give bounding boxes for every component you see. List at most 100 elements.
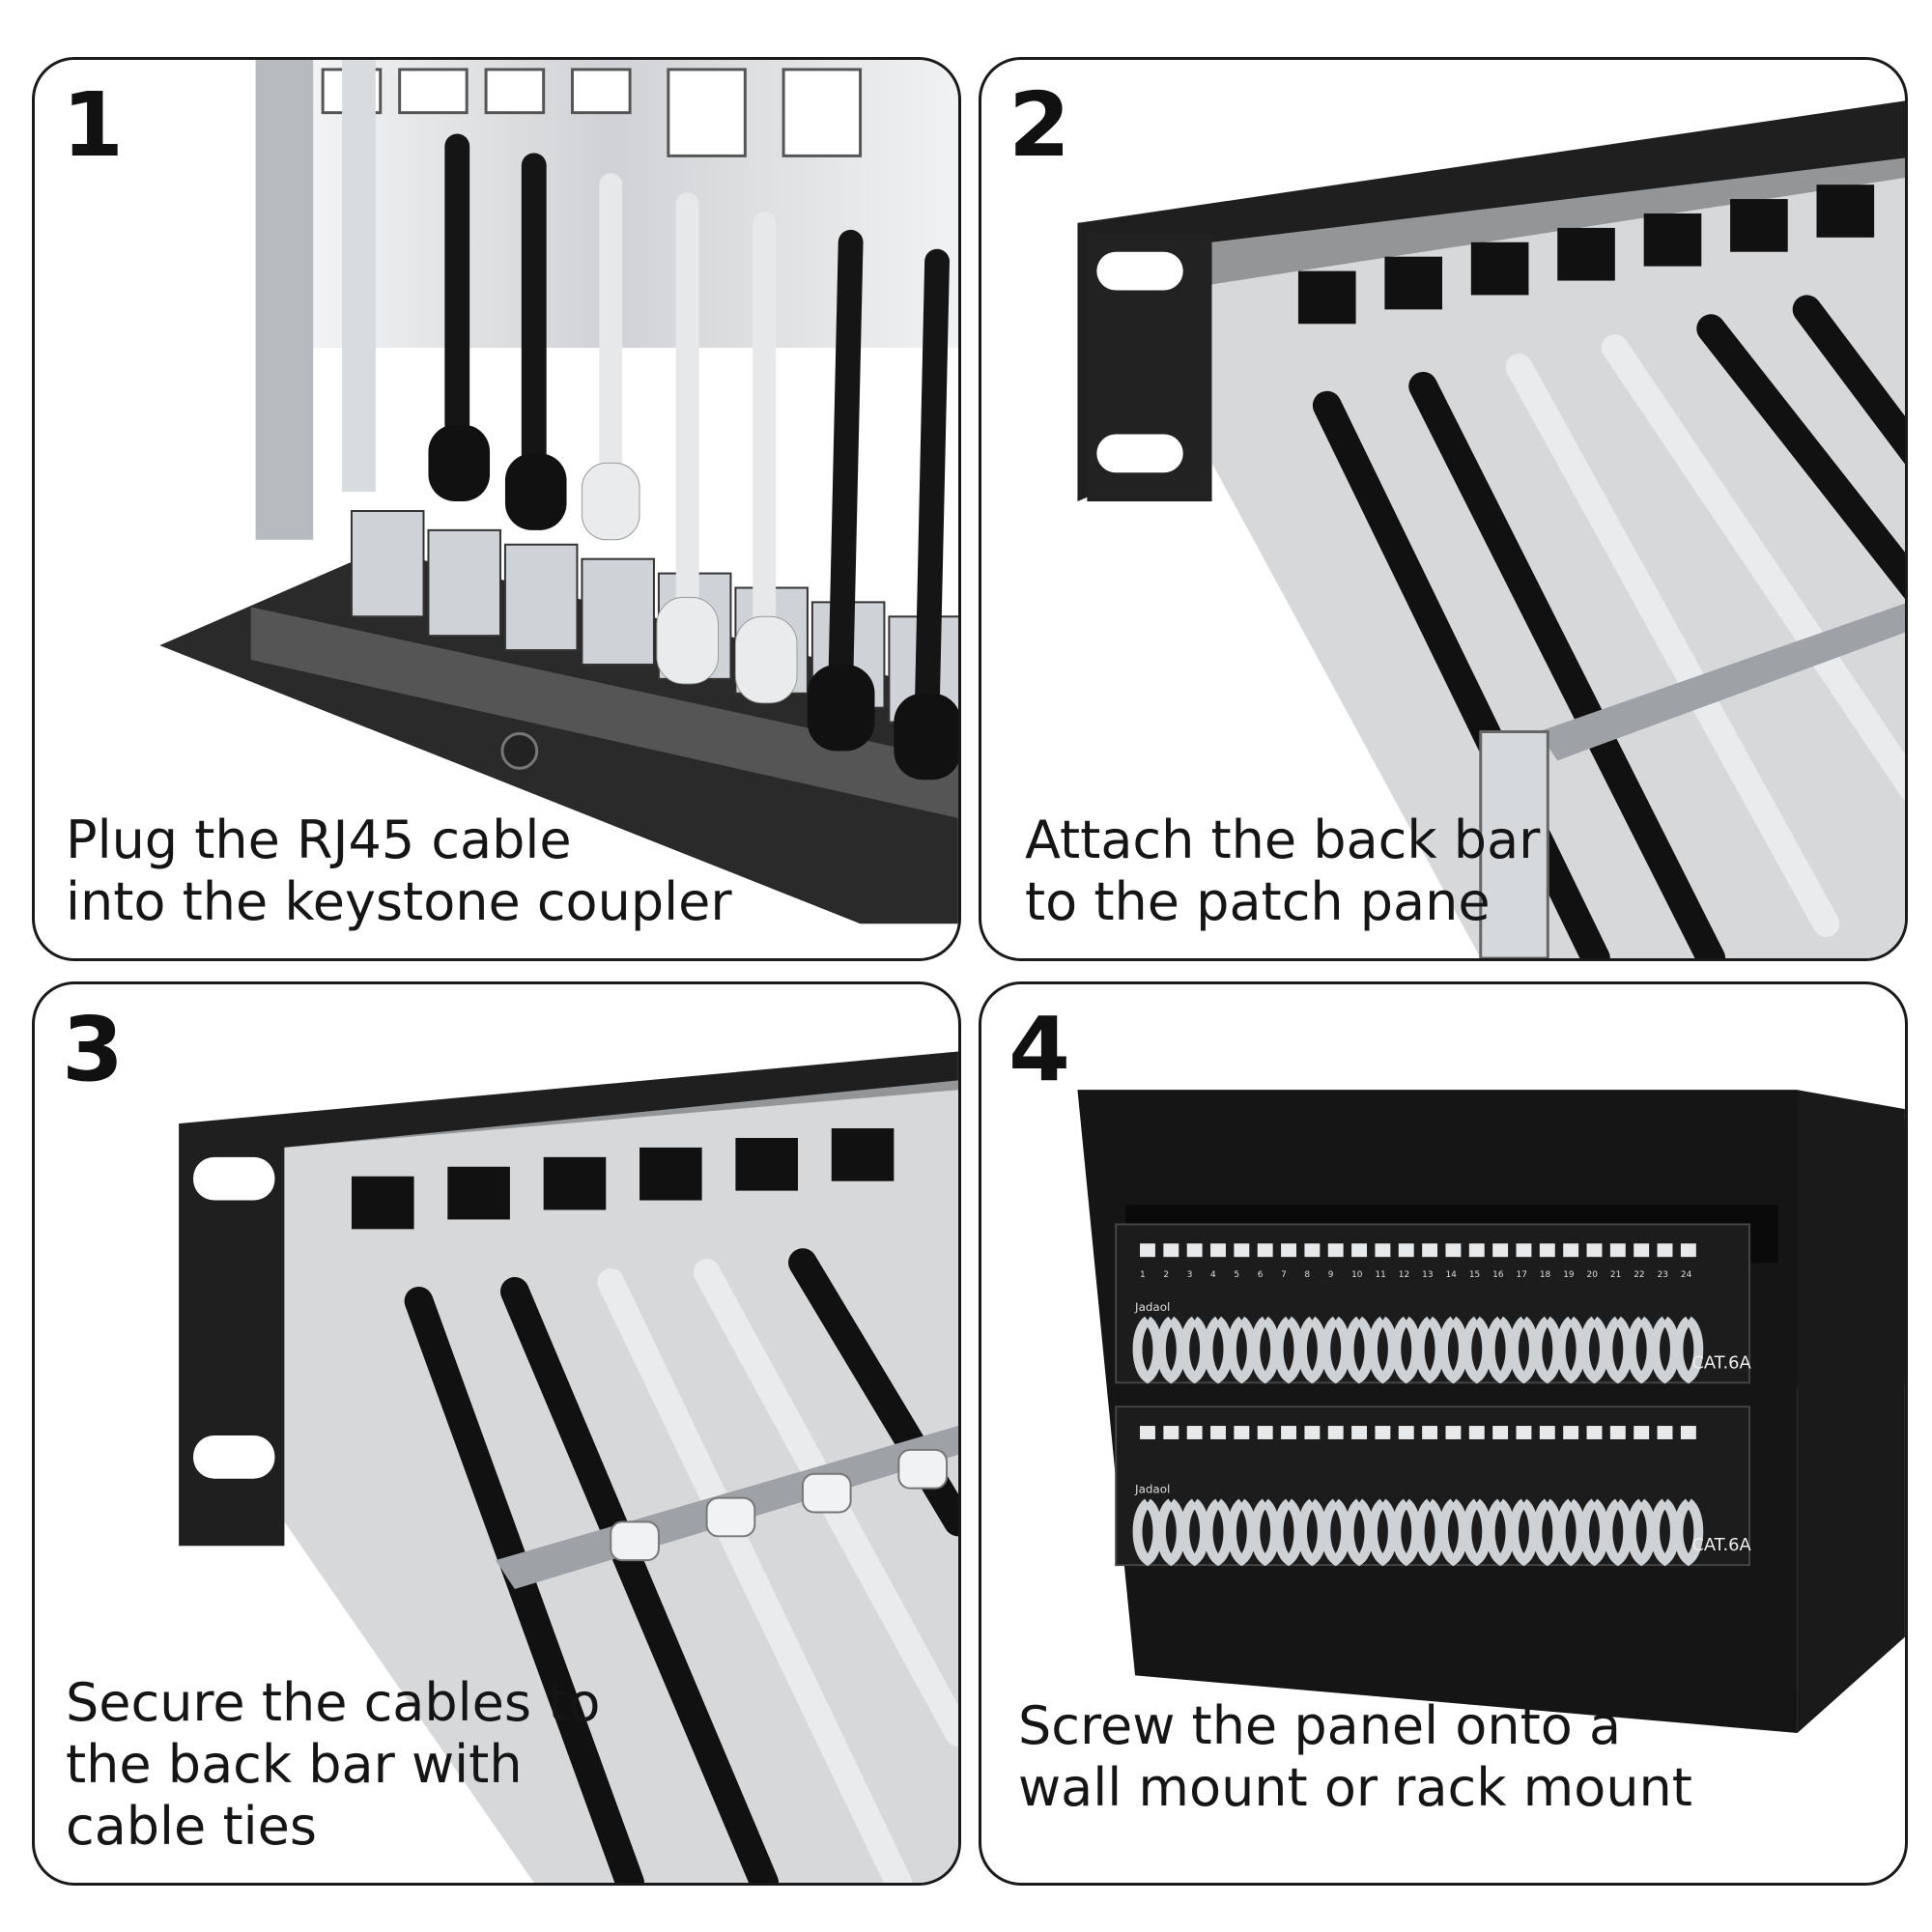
port bbox=[1140, 1426, 1155, 1439]
caption-line: wall mount or rack mount bbox=[1018, 1757, 1692, 1818]
port-number: 11 bbox=[1375, 1270, 1385, 1280]
port bbox=[1327, 1243, 1344, 1258]
cable-loop bbox=[1485, 1316, 1516, 1384]
port bbox=[1634, 1243, 1650, 1258]
cable-loop bbox=[1368, 1498, 1398, 1567]
step-3-panel: 3 Secure the cables to the back bar with… bbox=[32, 981, 961, 1886]
cable-loop bbox=[1532, 1498, 1563, 1567]
cable-loop bbox=[1603, 1316, 1634, 1384]
port-number: 4 bbox=[1210, 1270, 1216, 1280]
port bbox=[1257, 1243, 1273, 1258]
cable-loop bbox=[1344, 1498, 1375, 1567]
port-number: 13 bbox=[1422, 1270, 1433, 1280]
port-number: 6 bbox=[1258, 1270, 1264, 1280]
port-number: 7 bbox=[1281, 1270, 1287, 1280]
port bbox=[1609, 1426, 1626, 1439]
step-number: 3 bbox=[62, 998, 125, 1101]
port-number: 5 bbox=[1234, 1270, 1239, 1280]
port bbox=[1163, 1243, 1179, 1258]
cable-loop bbox=[1321, 1316, 1350, 1384]
cable-loop bbox=[1462, 1316, 1492, 1384]
port-number: 21 bbox=[1610, 1270, 1621, 1280]
step-caption: Screw the panel onto a wall mount or rac… bbox=[1018, 1695, 1692, 1819]
cable-loop bbox=[1673, 1498, 1704, 1567]
back-bar-illustration bbox=[1077, 100, 1905, 958]
port bbox=[1563, 1426, 1579, 1439]
brand-label: Jadaol bbox=[1134, 1483, 1170, 1496]
cable-loop bbox=[1579, 1498, 1609, 1567]
port bbox=[1445, 1243, 1462, 1258]
step-number: 2 bbox=[1009, 73, 1071, 177]
step-1-panel: 1 Plug the RJ45 cable into the keystone … bbox=[32, 57, 961, 961]
port bbox=[1657, 1243, 1673, 1258]
port bbox=[1492, 1426, 1509, 1439]
cable-loop bbox=[1203, 1316, 1234, 1384]
port bbox=[1304, 1243, 1321, 1258]
step-2-panel: 2 Attach the back bar to the patch pane bbox=[979, 57, 1908, 961]
port bbox=[1657, 1426, 1673, 1439]
port bbox=[1634, 1426, 1650, 1439]
step-number: 4 bbox=[1009, 998, 1071, 1101]
port bbox=[1375, 1426, 1391, 1439]
port-number: 3 bbox=[1187, 1270, 1193, 1280]
cable-loop bbox=[1485, 1498, 1516, 1567]
cable-loop bbox=[1250, 1498, 1280, 1567]
cable-loop bbox=[1626, 1498, 1657, 1567]
caption-line: to the patch pane bbox=[1025, 871, 1491, 932]
port bbox=[1327, 1426, 1344, 1439]
port bbox=[1375, 1243, 1391, 1258]
cable-loop bbox=[1438, 1498, 1468, 1567]
port bbox=[1445, 1426, 1462, 1439]
port bbox=[1186, 1426, 1203, 1439]
caption-line: Secure the cables to bbox=[66, 1672, 601, 1733]
port-number: 12 bbox=[1399, 1270, 1409, 1280]
cable-loop bbox=[1203, 1498, 1234, 1567]
cable-loop bbox=[1227, 1498, 1257, 1567]
port bbox=[1351, 1243, 1368, 1258]
port bbox=[1563, 1243, 1579, 1258]
port bbox=[1398, 1426, 1414, 1439]
port-number: 22 bbox=[1634, 1270, 1644, 1280]
category-label: CAT.6A bbox=[1691, 1535, 1751, 1555]
cable-loop bbox=[1321, 1498, 1350, 1567]
port bbox=[1680, 1426, 1696, 1439]
cable-loop bbox=[1132, 1316, 1163, 1384]
caption-line: cable ties bbox=[66, 1796, 317, 1857]
step-caption: Attach the back bar to the patch pane bbox=[1025, 810, 1540, 933]
cable-loop bbox=[1414, 1498, 1445, 1567]
cable-loop bbox=[1156, 1498, 1186, 1567]
cable-loop bbox=[1532, 1316, 1563, 1384]
port-number: 8 bbox=[1304, 1270, 1310, 1280]
step-caption: Plug the RJ45 cable into the keystone co… bbox=[66, 810, 732, 933]
port bbox=[1281, 1426, 1296, 1439]
port-number: 1 bbox=[1140, 1270, 1146, 1280]
port-number: 9 bbox=[1328, 1270, 1334, 1280]
cable-loop bbox=[1179, 1316, 1209, 1384]
cable-loop bbox=[1179, 1498, 1209, 1567]
cable-loop bbox=[1391, 1498, 1422, 1567]
port bbox=[1680, 1243, 1696, 1258]
cable-loop bbox=[1273, 1316, 1304, 1384]
port bbox=[1468, 1243, 1485, 1258]
port-number: 14 bbox=[1445, 1270, 1457, 1280]
port-number: 2 bbox=[1163, 1270, 1169, 1280]
cable-loop bbox=[1438, 1316, 1468, 1384]
port-number: 17 bbox=[1517, 1270, 1527, 1280]
port bbox=[1234, 1243, 1250, 1258]
port bbox=[1351, 1426, 1368, 1439]
port bbox=[1163, 1426, 1179, 1439]
cable-loop bbox=[1509, 1316, 1539, 1384]
port-number: 20 bbox=[1587, 1270, 1599, 1280]
port bbox=[1257, 1426, 1273, 1439]
port bbox=[1539, 1426, 1555, 1439]
cable-loop bbox=[1132, 1498, 1163, 1567]
port bbox=[1516, 1243, 1532, 1258]
port bbox=[1539, 1243, 1555, 1258]
caption-line: Screw the panel onto a bbox=[1018, 1695, 1622, 1756]
port-number: 23 bbox=[1658, 1270, 1668, 1280]
port-number: 24 bbox=[1681, 1270, 1692, 1280]
cable-loop bbox=[1579, 1316, 1609, 1384]
port-number: 15 bbox=[1469, 1270, 1480, 1280]
cable-loop bbox=[1227, 1316, 1257, 1384]
